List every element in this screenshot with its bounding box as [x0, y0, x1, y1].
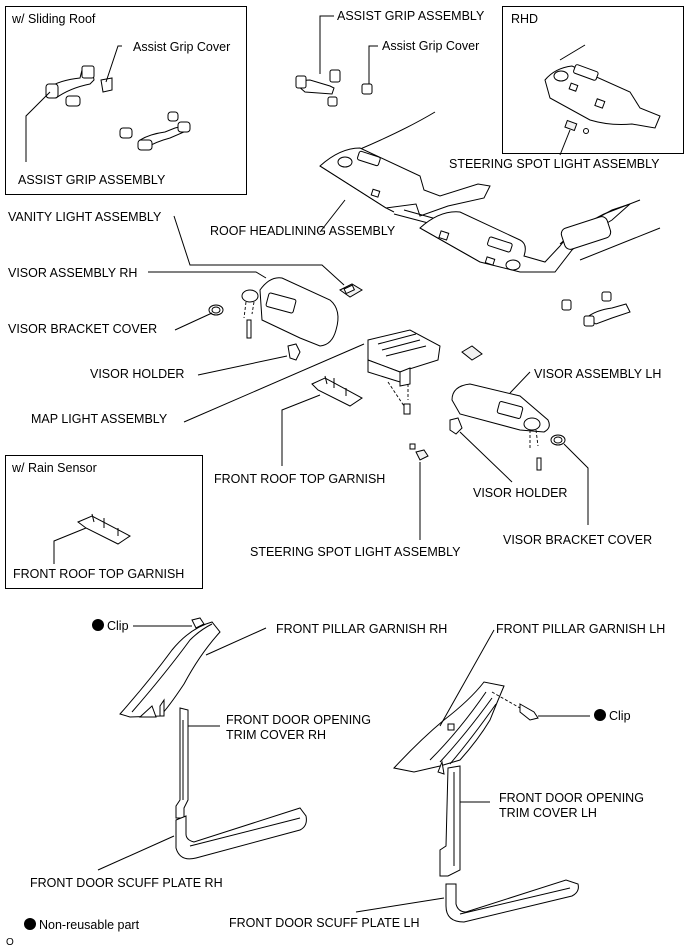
label-vanity-light-assembly: VANITY LIGHT ASSEMBLY — [8, 210, 162, 224]
leader-roof-headlining — [319, 199, 346, 233]
label-assist-grip-assembly: ASSIST GRIP ASSEMBLY — [337, 9, 485, 23]
assist-grip-assembly-top — [295, 69, 341, 107]
inset-rhd — [502, 6, 684, 154]
label-clip-lh-text: Clip — [609, 709, 631, 723]
leader-visor-lh — [509, 371, 531, 394]
leader-sliding-roof-grip-assembly — [25, 91, 51, 162]
leader-vanity-light — [173, 215, 345, 286]
map-light-assembly — [367, 329, 441, 415]
steering-spot-light-assembly — [409, 443, 429, 461]
label-sliding-roof-assist-grip-assembly: ASSIST GRIP ASSEMBLY — [18, 173, 166, 187]
label-front-pillar-garnish-lh: FRONT PILLAR GARNISH LH — [496, 622, 666, 636]
label-clip-rh: Clip — [92, 619, 129, 634]
label-front-door-scuff-plate-lh: FRONT DOOR SCUFF PLATE LH — [229, 916, 420, 930]
label-sliding-roof-assist-grip-cover: Assist Grip Cover — [133, 40, 231, 54]
rain-sensor-front-roof-top-garnish — [77, 513, 131, 545]
inset-rain-sensor — [5, 455, 203, 589]
assist-grip-cover-top — [361, 83, 373, 95]
leader-front-roof-top-garnish — [281, 394, 321, 466]
inset-title-rhd: RHD — [511, 12, 539, 26]
assist-grip-right — [561, 291, 631, 327]
legend-text: Non-reusable part — [39, 918, 140, 932]
sliding-roof-assist-grip-front — [45, 65, 95, 99]
sliding-roof-grip-cover-a — [65, 95, 81, 107]
non-reusable-marker-icon — [594, 709, 606, 721]
clip-lh-path — [491, 691, 521, 709]
leader-assist-grip-top — [319, 15, 334, 74]
leader-assist-grip-cover-top — [368, 45, 378, 84]
front-door-opening-trim-cover-lh — [439, 765, 461, 877]
label-visor-assembly-lh: VISOR ASSEMBLY LH — [534, 367, 662, 381]
leader-scuff-lh — [355, 897, 445, 913]
leader-rain-sensor-garnish — [53, 527, 87, 564]
front-door-scuff-plate-lh — [445, 879, 579, 923]
footer-mark: O — [6, 937, 14, 948]
label-visor-bracket-cover-lh: VISOR BRACKET COVER — [503, 533, 653, 547]
sliding-roof-assist-grip-rear — [119, 111, 191, 151]
rhd-headlining — [544, 44, 661, 129]
front-pillar-garnish-lh — [393, 681, 505, 775]
clip-part-rh — [191, 617, 205, 629]
leader-visor-bracket-cover-lh — [563, 443, 589, 525]
label-visor-holder-rh: VISOR HOLDER — [90, 367, 185, 381]
non-reusable-marker-icon — [24, 918, 36, 930]
visor-bracket-cover-rh — [208, 304, 224, 316]
label-clip-lh: Clip — [594, 709, 631, 724]
label-assist-grip-cover: Assist Grip Cover — [382, 39, 480, 53]
visor-bracket-cover-lh — [550, 434, 566, 446]
label-rain-sensor-front-roof-top-garnish: FRONT ROOF TOP GARNISH — [13, 567, 185, 581]
rhd-steering-spot-light — [564, 119, 589, 134]
front-door-opening-trim-cover-rh — [175, 707, 189, 819]
label-visor-assembly-rh: VISOR ASSEMBLY RH — [8, 266, 138, 280]
label-front-door-opening-trim-cover-rh: FRONT DOOR OPENING TRIM COVER RH — [226, 713, 371, 742]
label-front-door-opening-trim-cover-lh: FRONT DOOR OPENING TRIM COVER LH — [499, 791, 644, 820]
visor-holder-rh — [287, 343, 301, 361]
leader-visor-bracket-cover-rh — [174, 312, 213, 331]
label-front-pillar-garnish-rh: FRONT PILLAR GARNISH RH — [276, 622, 448, 636]
leader-pillar-rh — [205, 627, 267, 656]
label-front-door-scuff-plate-rh: FRONT DOOR SCUFF PLATE RH — [30, 876, 223, 890]
visor-holder-lh — [449, 417, 463, 435]
label-map-light-assembly: MAP LIGHT ASSEMBLY — [31, 412, 168, 426]
vanity-light-assembly — [339, 283, 363, 298]
leader-sliding-roof-grip-cover — [105, 45, 122, 83]
label-front-roof-top-garnish: FRONT ROOF TOP GARNISH — [214, 472, 386, 486]
label-visor-holder-lh: VISOR HOLDER — [473, 486, 568, 500]
leader-visor-holder-rh — [197, 355, 288, 376]
label-steering-spot-light-assembly: STEERING SPOT LIGHT ASSEMBLY — [250, 545, 461, 559]
non-reusable-marker-icon — [92, 619, 104, 631]
inset-title-sliding-roof: w/ Sliding Roof — [12, 12, 96, 26]
front-door-scuff-plate-rh — [175, 807, 307, 860]
visor-assembly-rh — [241, 277, 339, 347]
sliding-roof-grip-cover-b — [100, 77, 113, 93]
front-pillar-garnish-rh — [119, 621, 221, 718]
inset-title-rain-sensor: w/ Rain Sensor — [12, 461, 97, 475]
leader-visor-holder-lh — [459, 431, 513, 483]
label-visor-bracket-cover-rh: VISOR BRACKET COVER — [8, 322, 158, 336]
label-roof-headlining-assembly: ROOF HEADLINING ASSEMBLY — [210, 224, 396, 238]
clip-part-lh — [519, 703, 539, 721]
leader-map-light — [183, 343, 365, 423]
label-clip-rh-text: Clip — [107, 619, 129, 633]
visor-assembly-lh — [451, 383, 550, 471]
roof-headlining-assembly — [319, 111, 661, 273]
label-rhd-steering-spot-light: STEERING SPOT LIGHT ASSEMBLY — [449, 157, 660, 171]
leader-pillar-lh — [439, 629, 495, 727]
legend: Non-reusable part — [24, 918, 139, 933]
leader-visor-rh — [148, 271, 267, 279]
inset-sliding-roof — [5, 6, 247, 195]
center-small-light — [461, 345, 483, 361]
front-roof-top-garnish — [311, 375, 363, 407]
leader-rhd-spot-light — [559, 129, 571, 156]
leader-scuff-rh — [97, 835, 175, 871]
